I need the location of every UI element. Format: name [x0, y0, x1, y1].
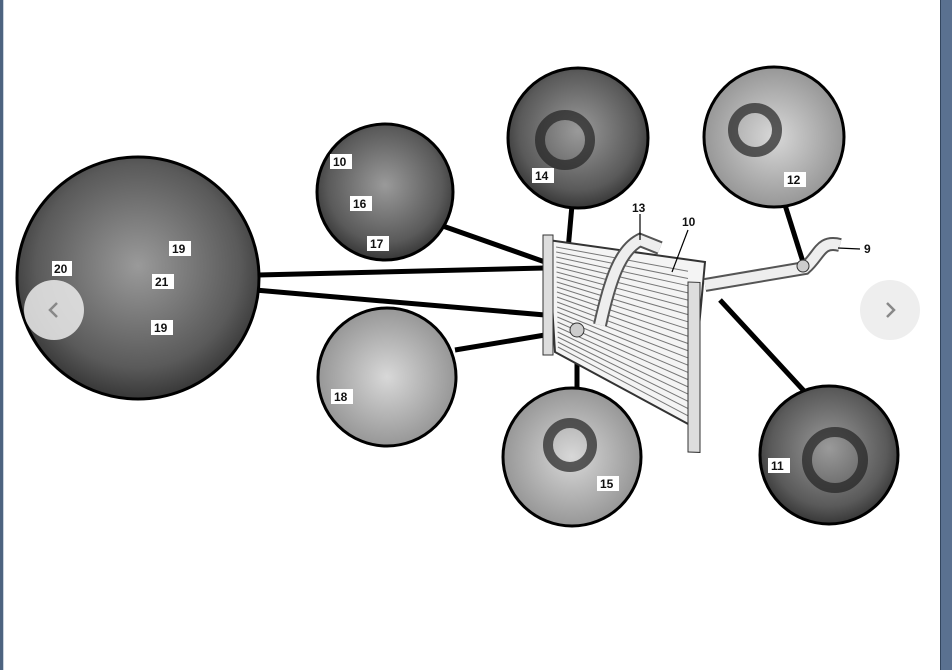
- radiator-fin: [556, 281, 689, 323]
- callout-10: 10: [682, 215, 696, 229]
- callout-19: 19: [172, 242, 186, 256]
- radiator-fin: [556, 271, 689, 308]
- radiator-fin: [556, 296, 689, 344]
- detail-circle-18: [316, 306, 458, 448]
- window-frame-left: [0, 0, 3, 670]
- callout-19: 19: [154, 321, 168, 335]
- radiator-fin: [557, 306, 689, 359]
- chevron-left-icon: [48, 302, 58, 318]
- callout-20: 20: [54, 262, 68, 276]
- next-image-button[interactable]: [860, 280, 920, 340]
- callout-13: 13: [632, 201, 646, 215]
- callout-14: 14: [535, 169, 549, 183]
- radiator-fin: [557, 341, 689, 409]
- callout-10: 10: [333, 155, 347, 169]
- radiator-fin: [556, 286, 689, 330]
- radiator-fin: [556, 261, 689, 294]
- callout-15: 15: [600, 477, 614, 491]
- radiator-fin: [557, 346, 689, 417]
- callout-9: 9: [864, 242, 871, 256]
- callout-16: 16: [353, 197, 367, 211]
- detail-circle-14: [506, 66, 650, 210]
- radiator-fin: [556, 291, 689, 337]
- previous-image-button[interactable]: [24, 280, 84, 340]
- radiator-fin: [557, 311, 689, 366]
- callout-labels: 20 21 19 19 10 16 17 14 12 13 10 9 18 15…: [52, 154, 871, 491]
- detail-circle-11: [758, 384, 900, 526]
- callout-18: 18: [334, 390, 348, 404]
- callout-17: 17: [370, 237, 384, 251]
- detail-circle-15: [501, 386, 643, 528]
- window-frame-left-highlight: [3, 0, 4, 670]
- radiator-fin: [557, 336, 689, 402]
- radiator-fin: [557, 331, 689, 395]
- radiator-fin: [556, 276, 689, 316]
- chevron-right-icon: [886, 302, 896, 318]
- detail-circle-hoses: [15, 155, 261, 401]
- callout-11: 11: [771, 459, 784, 473]
- radiator-fin: [556, 301, 689, 352]
- radiator: [542, 232, 842, 453]
- radiator-fin: [556, 266, 689, 301]
- callout-12: 12: [787, 173, 801, 187]
- window-frame-right: [940, 0, 952, 670]
- callout-21: 21: [155, 275, 169, 289]
